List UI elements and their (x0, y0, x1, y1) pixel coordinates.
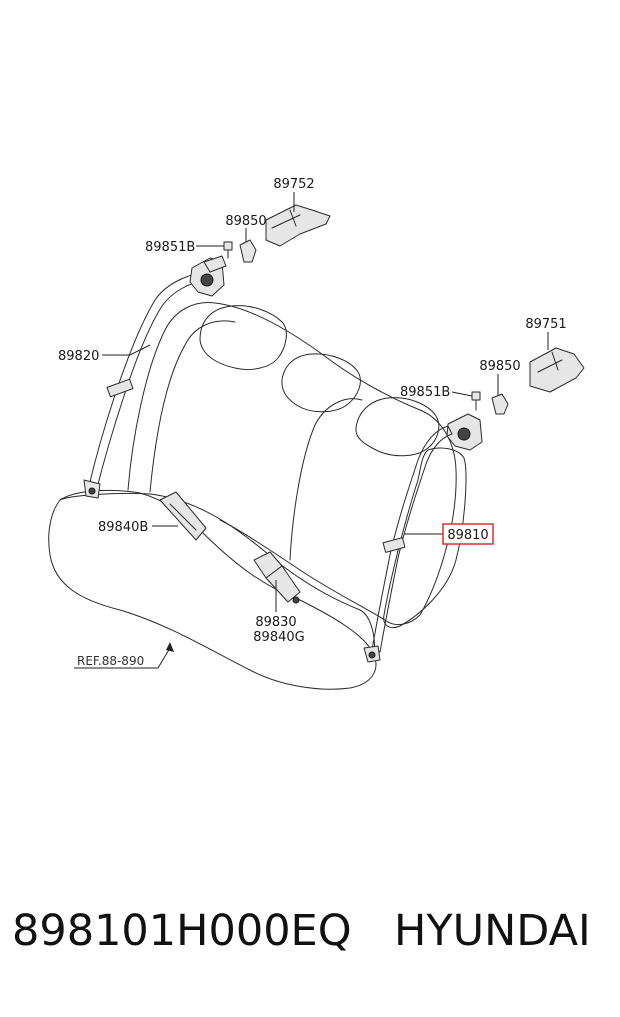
leader-ref-arrow (166, 642, 174, 652)
label-89850-right: 89850 (479, 359, 520, 374)
label-89851B-top: 89851B (145, 240, 195, 255)
buckle-89840B (159, 491, 207, 541)
right-side-panel (383, 447, 467, 629)
leader-ref (74, 647, 171, 669)
right-belt-guide (382, 537, 406, 553)
left-belt-guide (106, 378, 134, 398)
headrest-left (199, 305, 287, 371)
seat-back-inner-line (149, 320, 236, 493)
headrest-center (281, 353, 361, 413)
bracket-89850-right (491, 393, 509, 415)
bracket-89850-top (239, 239, 257, 263)
bolt-89851B-right (471, 391, 481, 401)
right-retractor-hub (457, 427, 471, 441)
bracket-89751 (529, 347, 585, 393)
bracket-89752-detail (271, 209, 301, 229)
leader-89820 (102, 344, 151, 356)
left-retractor-hub (200, 273, 214, 287)
label-89840B: 89840B (98, 520, 148, 535)
footer: 898101H000EQ HYUNDAI (0, 906, 620, 976)
label-89830: 89830 (255, 615, 296, 630)
center-belt (265, 565, 301, 603)
right-belt-webbing (371, 425, 453, 653)
seat-back-seam (219, 519, 386, 621)
seat-back-center-line (289, 398, 363, 561)
left-retractor-mount (203, 255, 227, 273)
label-89840G: 89840G (253, 630, 304, 645)
headrest-right (355, 397, 440, 457)
left-belt-webbing (87, 271, 208, 493)
leader-89851B-right (451, 391, 473, 397)
brand-name: HYUNDAI (394, 906, 591, 956)
bracket-89751-detail (537, 351, 563, 373)
label-89820: 89820 (58, 349, 99, 364)
label-89850-top: 89850 (225, 214, 266, 229)
center-belt-anchor (292, 596, 300, 604)
bolt-89851B-top (223, 241, 233, 251)
label-89752: 89752 (273, 177, 314, 192)
buckle-89840B-slot (169, 503, 197, 531)
label-ref: REF.88-890 (77, 654, 144, 668)
bracket-89752 (265, 204, 331, 247)
label-89751: 89751 (525, 317, 566, 332)
seat-back (127, 301, 457, 626)
left-belt-anchor-bolt (88, 487, 96, 495)
seat-cushion-front-edge (59, 492, 375, 656)
label-89851B-right: 89851B (400, 385, 450, 400)
right-belt-anchor-bolt (368, 651, 376, 659)
label-89810: 89810 (447, 528, 488, 543)
part-number: 898101H000EQ (12, 906, 352, 956)
highlight-box-89810 (442, 523, 494, 545)
